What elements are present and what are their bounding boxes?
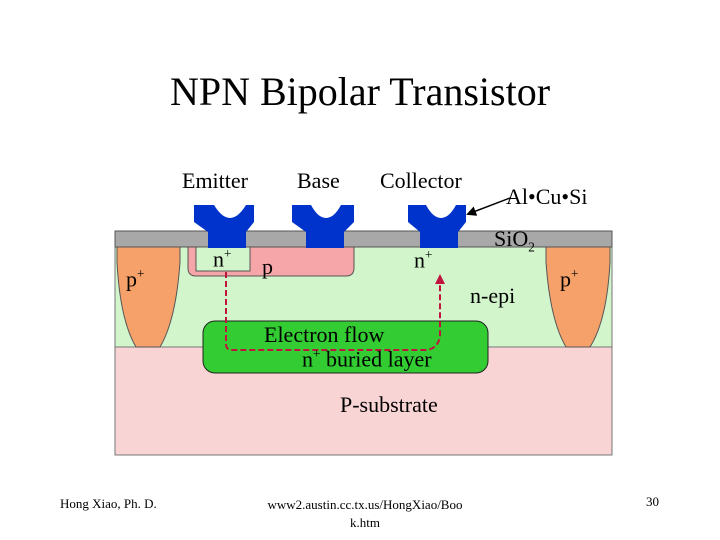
sio2-label: SiO2 bbox=[494, 226, 535, 255]
emitter-n-plus-label: n+ bbox=[213, 246, 232, 272]
n-epi-label: n-epi bbox=[470, 283, 516, 308]
p-substrate-label: P-substrate bbox=[340, 392, 438, 417]
metal-pointer-arrow bbox=[466, 197, 511, 216]
base-label: Base bbox=[297, 168, 340, 193]
footer-author: Hong Xiao, Ph. D. bbox=[60, 496, 157, 511]
sio2-layer bbox=[114, 230, 613, 248]
n-plus-emitter-region bbox=[195, 246, 251, 272]
electron-flow-path bbox=[225, 272, 445, 351]
collector-n-plus-label: n+ bbox=[414, 247, 433, 273]
footer-page-number: 30 bbox=[646, 494, 659, 509]
emitter-label: Emitter bbox=[182, 168, 248, 193]
base-contact bbox=[292, 205, 354, 248]
base-p-label: p bbox=[262, 254, 273, 279]
collector-label: Collector bbox=[380, 168, 462, 193]
p-plus-isolation-right bbox=[545, 246, 611, 348]
metal-label: Al•Cu•Si bbox=[506, 184, 588, 209]
buried-layer-label: n+ buried layer bbox=[302, 346, 432, 372]
electron-flow-label: Electron flow bbox=[264, 322, 385, 347]
emitter-contact bbox=[194, 205, 254, 248]
page-title: NPN Bipolar Transistor bbox=[169, 69, 551, 114]
collector-contact bbox=[408, 205, 466, 248]
n-plus-buried-layer bbox=[202, 320, 489, 374]
p-plus-left-label: p+ bbox=[126, 266, 145, 292]
p-plus-isolation-left bbox=[116, 246, 181, 348]
p-plus-right-label: p+ bbox=[560, 266, 579, 292]
